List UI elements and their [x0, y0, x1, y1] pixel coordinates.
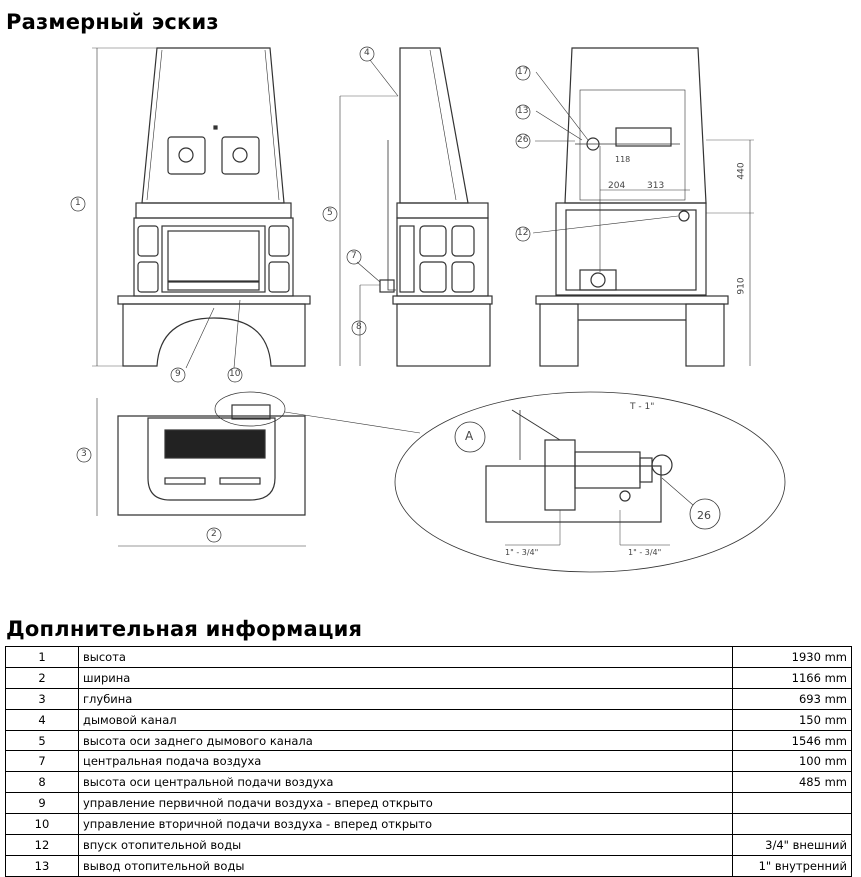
sketch-heading: Размерный эскиз: [6, 10, 219, 34]
row-name: высота оси центральной подачи воздуха: [78, 771, 733, 794]
detail-a: [394, 391, 786, 573]
row-value: [732, 792, 852, 815]
row-name: центральная подача воздуха: [78, 750, 733, 773]
row-value: 1546 mm: [732, 729, 852, 752]
row-name: управление вторичной подачи воздуха - вп…: [78, 813, 733, 836]
row-name: управление первичной подачи воздуха - вп…: [78, 792, 733, 815]
row-number: 7: [5, 750, 79, 773]
rear-view: [532, 47, 754, 367]
row-value: 1166 mm: [732, 666, 852, 689]
row-number: 12: [5, 834, 79, 856]
row-name: дымовой канал: [78, 708, 733, 731]
row-name: ширина: [78, 666, 733, 689]
row-number: 9: [5, 792, 79, 815]
info-heading: Доплнительная информация: [6, 617, 363, 641]
row-number: 4: [5, 708, 79, 731]
row-number: 13: [5, 854, 79, 877]
row-number: 5: [5, 729, 79, 752]
row-value: 3/4" внешний: [732, 834, 852, 856]
row-number: 3: [5, 687, 79, 710]
row-value: 100 mm: [732, 750, 852, 773]
top-view: [96, 391, 421, 547]
row-name: глубина: [78, 687, 733, 710]
row-number: 1: [5, 646, 79, 668]
row-value: 1" внутренний: [732, 854, 852, 877]
side-view: [339, 47, 493, 367]
row-value: 150 mm: [732, 708, 852, 731]
row-number: 2: [5, 666, 79, 689]
dimension-sketch: 1 2 3 4 5 7 8 9 10 12 13 17 26 118 204 3…: [0, 38, 861, 583]
row-value: 1930 mm: [732, 646, 852, 668]
row-value: [732, 813, 852, 836]
row-value: 693 mm: [732, 687, 852, 710]
row-name: впуск отопительной воды: [78, 834, 733, 856]
row-number: 10: [5, 813, 79, 836]
row-number: 8: [5, 771, 79, 794]
row-value: 485 mm: [732, 771, 852, 794]
row-name: высота оси заднего дымового канала: [78, 729, 733, 752]
row-name: вывод отопительной воды: [78, 854, 733, 877]
front-view: [92, 47, 311, 369]
row-name: высота: [78, 646, 733, 668]
